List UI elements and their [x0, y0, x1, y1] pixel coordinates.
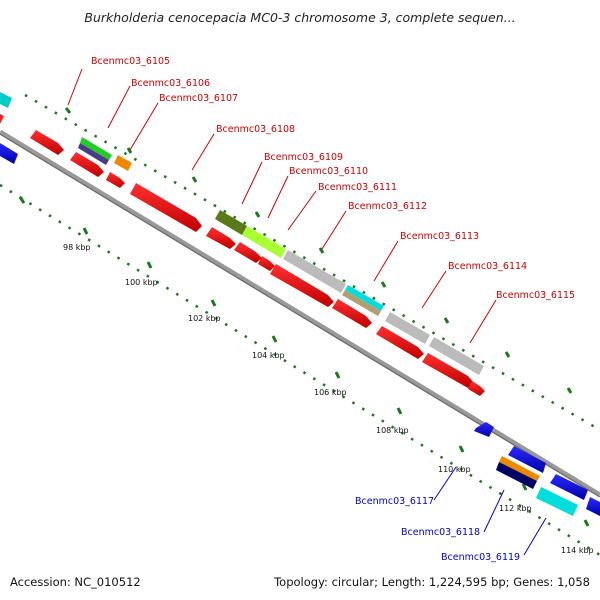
gene-label[interactable]: Bcenmc03_6115	[496, 290, 575, 301]
kbp-label: 98 kbp	[63, 243, 91, 252]
gene-block	[468, 381, 485, 396]
gene-block	[499, 456, 540, 481]
gene-block	[536, 487, 578, 516]
gene-label[interactable]: Bcenmc03_6107	[159, 93, 238, 104]
gene-block	[283, 250, 346, 293]
gene-block	[342, 290, 381, 316]
gene-label[interactable]: Bcenmc03_6106	[131, 78, 210, 89]
gene-block	[422, 353, 474, 388]
gene-block	[80, 137, 112, 160]
gene-label[interactable]: Bcenmc03_6112	[348, 201, 427, 212]
gene-block	[130, 183, 202, 232]
gene-label[interactable]: Bcenmc03_6105	[91, 56, 170, 67]
forward-gene-labels: Bcenmc03_6105 Bcenmc03_6106 Bcenmc03_610…	[91, 56, 575, 301]
gene-block	[508, 446, 546, 473]
gene-block	[70, 152, 104, 177]
map-title: Burkholderia cenocepacia MC0-3 chromosom…	[84, 10, 516, 25]
gene-label[interactable]: Bcenmc03_6119	[441, 552, 520, 563]
gene-label[interactable]: Bcenmc03_6114	[448, 261, 527, 272]
gene-block	[78, 143, 109, 165]
kbp-label: 114 kbp	[561, 546, 594, 555]
kbp-label: 100 kbp	[125, 278, 158, 287]
gene-label[interactable]: Bcenmc03_6118	[401, 527, 480, 538]
gene-label[interactable]: Bcenmc03_6109	[264, 152, 343, 163]
gene-block	[550, 474, 588, 500]
kbp-labels: 98 kbp 100 kbp 102 kbp 104 kbp 106 kbp 1…	[63, 243, 594, 555]
gene-block	[206, 227, 236, 249]
gene-block	[234, 242, 262, 263]
kbp-label: 108 kbp	[376, 426, 409, 435]
gene-block	[429, 337, 484, 375]
gene-block	[496, 462, 537, 489]
gene-block	[242, 226, 286, 258]
gene-label[interactable]: Bcenmc03_6117	[355, 496, 434, 507]
gene-label[interactable]: Bcenmc03_6110	[289, 166, 368, 177]
gene-block	[474, 422, 494, 437]
gene-block	[0, 92, 12, 108]
gene-block	[114, 155, 132, 171]
reverse-gene-labels: Bcenmc03_6117 Bcenmc03_6118 Bcenmc03_611…	[355, 496, 520, 563]
gene-label[interactable]: Bcenmc03_6111	[318, 182, 397, 193]
gene-block	[258, 256, 275, 271]
gene-block	[30, 130, 64, 155]
accession-text: Accession: NC_010512	[10, 575, 141, 589]
gene-label[interactable]: Bcenmc03_6113	[400, 231, 479, 242]
gene-block	[586, 497, 600, 516]
kbp-label: 104 kbp	[252, 351, 285, 360]
gene-label[interactable]: Bcenmc03_6108	[216, 124, 295, 135]
gene-block	[215, 210, 247, 235]
backbone	[0, 129, 600, 498]
gene-block	[332, 299, 372, 328]
gene-block	[376, 326, 424, 359]
gene-block	[0, 114, 4, 124]
inner-tick-row	[0, 183, 600, 557]
kbp-label: 102 kbp	[188, 314, 221, 323]
kbp-label: 106 kbp	[314, 388, 347, 397]
genome-summary-text: Topology: circular; Length: 1,224,595 bp…	[274, 575, 590, 589]
kbp-label: 112 kbp	[499, 504, 532, 513]
gene-block	[106, 172, 125, 188]
gene-block	[385, 312, 430, 344]
gene-block	[345, 285, 384, 311]
leader-lines	[67, 68, 547, 556]
gene-blocks	[0, 92, 600, 516]
gene-block	[270, 264, 334, 307]
major-ticks	[18, 107, 590, 527]
gene-block	[0, 143, 18, 164]
kbp-label: 110 kbp	[438, 465, 471, 474]
